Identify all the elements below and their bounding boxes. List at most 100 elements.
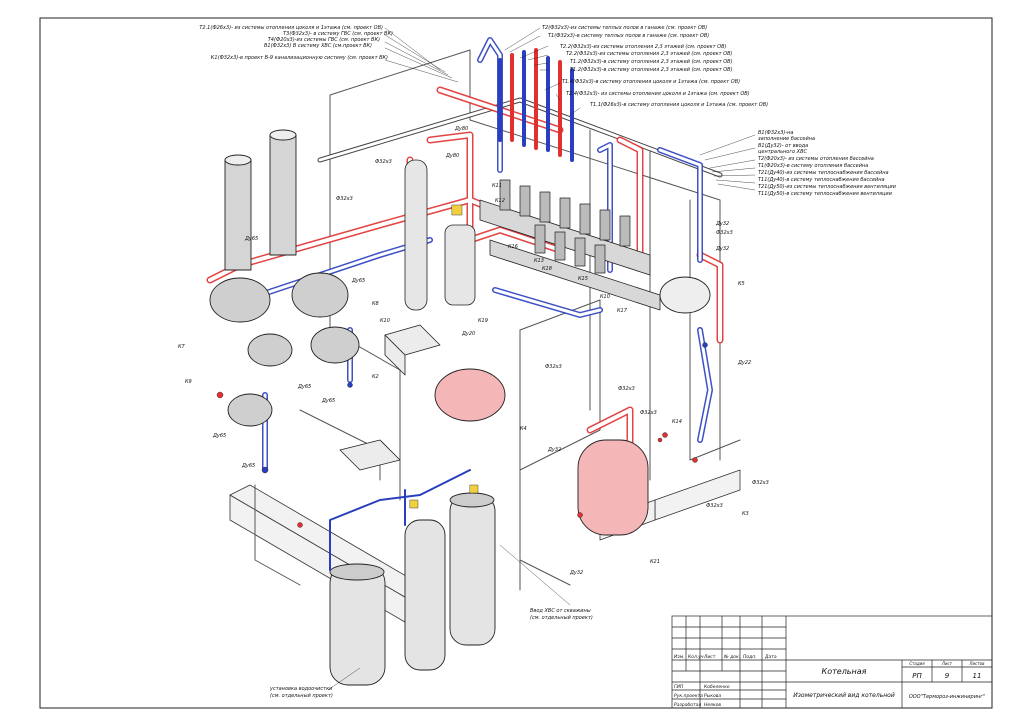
callout-tr-7: Т1.4(Ф32х3)-в систему отопления цоколя и… [562,79,740,85]
tag: Ду32 [569,570,583,576]
tag: Ф32х3 [752,480,769,486]
tag: К16 [508,244,518,250]
tag: К5 [738,281,745,287]
tag: Ф32х3 [640,410,657,416]
callout-tr-8: Т2.4(Ф32х3)- из системы отопления цоколя… [566,91,750,97]
bottom-callouts: Ввод ХВС от скважины (см. отдельный прое… [269,608,593,699]
tag: К13 [534,258,544,264]
manifold-pumps [499,179,631,274]
title-block [671,615,993,709]
callout-tr-4: Т2.2(Ф32х3)-из системы отопления 2,3 эта… [566,51,733,57]
callout-b-1: Ввод ХВС от скважины [530,608,591,614]
hdr-kol: Кол.уч [688,654,704,660]
sheet-title: Изометрический вид котельной [793,692,895,699]
tag: Ду32 [547,447,561,453]
tag: Ф32х3 [545,364,562,370]
tag: Ф32х3 [706,503,723,509]
callout-r-3: В1(Ду32)- от ввода [758,143,808,149]
sheet-label: Лист [941,661,953,666]
tag: К7 [178,344,186,350]
tag: К10 [380,318,390,324]
callout-left-4: В1(Ф32х3) В систему ХВС (см.проект ВК) [264,43,372,49]
tag: К18 [542,266,552,272]
tag: К2 [372,374,379,380]
callout-left-3: Т4(Ф20х3)-из системы ГВС (см. проект ВК) [268,37,380,43]
callout-r-6: Т1(Ф20х3)-в систему отопления бассейна [758,163,868,169]
tag: Ф32х3 [716,230,733,236]
isometric-drawing [206,27,756,691]
tag: К21 [650,559,660,565]
tag: Ду65 [241,463,255,469]
water-treatment-filters [329,492,496,686]
tag: Ду80 [445,153,459,159]
tag: К12 [495,198,505,204]
tag: К8 [372,301,379,307]
tag: Ф32х3 [375,159,392,165]
right-callouts: В1(Ф32х3)-на заполнение бассейна В1(Ду32… [758,130,897,197]
equipment-tags: Ду80 Ф32х3 Ф32х3 Ду80 Ду65 Ду65 К11 К12 … [178,126,769,576]
tag: К11 [492,183,502,189]
tag: Ф32х3 [336,196,353,202]
tag: Ду65 [351,278,365,284]
callout-tr-6: Т1.2(Ф32х3)-в систему отопления 2,3 этаж… [570,67,733,73]
name-ruk: Рыкова [704,693,721,699]
callout-tr-1: Т2(Ф32х3)-из системы теплых полов в гана… [542,25,707,31]
callout-r-7: Т21(Ду40)-из системы теплоснабжения басс… [758,170,889,176]
boiler-box [339,324,441,471]
callout-b-3: установка водоочистки [269,686,333,692]
title-block-text: Изм. Кол.уч Лист № док. Подп. Дата ГИП К… [674,654,985,708]
tag: Ду65 [244,236,258,242]
sheet-frame [39,17,993,709]
tag: К3 [742,511,749,517]
tag: Ду65 [212,433,226,439]
callout-r-4: центрального ХВС [758,149,808,155]
tag: Ду65 [321,398,335,404]
object-name: Котельная [822,667,867,676]
name-gip: Кобеленко [704,684,730,690]
sheets-label: Листов [969,661,986,666]
tag: Ду65 [297,384,311,390]
callout-tr-3: Т2.2(Ф32х3)-из системы отопления 2,3 эта… [560,44,727,50]
callout-b-2: (см. отдельный проект) [530,615,593,621]
callout-b-4: (см. отдельный проект) [270,693,333,699]
left-callouts: Т2.1(Ф26х3)- из системы отопления цоколя… [199,25,393,61]
stage-value: РП [912,672,922,680]
callout-r-8: Т11(Ду40)-в систему теплоснабжения бассе… [758,177,885,183]
hdr-list: Лист [703,654,716,660]
sheet-value: 9 [945,672,950,680]
callout-left-2: Т3(Ф32х3)- в систему ГВС (см. проект ВК) [283,31,393,37]
tag: Ду32 [715,221,729,227]
callout-r-2: заполнение бассейна [758,136,815,142]
callout-tr-9: Т1.1(Ф26х3)-в систему отопления цоколя и… [590,102,768,108]
hydraulic-separator [404,159,476,311]
tag: Ду80 [454,126,468,132]
tag: Ду32 [715,246,729,252]
expansion-tanks [434,276,711,536]
tag: К17 [617,308,628,314]
boilers [209,272,360,427]
callout-r-5: Т2(Ф20х3)- из системы отопления бассейна [758,156,874,162]
stage-label: Стадия [909,661,925,666]
tag: К14 [672,419,682,425]
tag: К10 [600,294,610,300]
role-razr: Разработал [674,702,701,708]
company-name: ООО"Термороз-инжиниринг" [909,694,985,700]
name-razr: Неяков [704,702,721,708]
hdr-podp: Подп. [743,654,757,660]
hdr-izm: Изм. [674,654,685,660]
tag: К19 [478,318,488,324]
hdr-doc: № док. [723,654,740,660]
callout-tr-5: Т1.2(Ф32х3)-в систему отопления 2,3 этаж… [570,59,733,65]
callout-tr-2: Т1(Ф32х3)-в систему теплых полов в ганаж… [548,33,709,39]
tag: К9 [185,379,192,385]
callout-r-10: Т11(Ду50)-в систему теплоснабжения венти… [758,191,893,197]
hdr-data: Дата [764,654,777,660]
callout-left-5: К1(Ф32х3)-в проект В-9 канализационную с… [211,55,388,61]
callout-r-9: Т21(Ду50)-из системы теплоснабжения вент… [758,184,897,190]
callout-r-1: В1(Ф32х3)-на [758,130,793,136]
callout-left-1: Т2.1(Ф26х3)- из системы отопления цоколя… [199,25,383,31]
tag: Ф32х3 [618,386,635,392]
role-gip: ГИП [674,684,684,690]
tag: Ду20 [461,331,475,337]
